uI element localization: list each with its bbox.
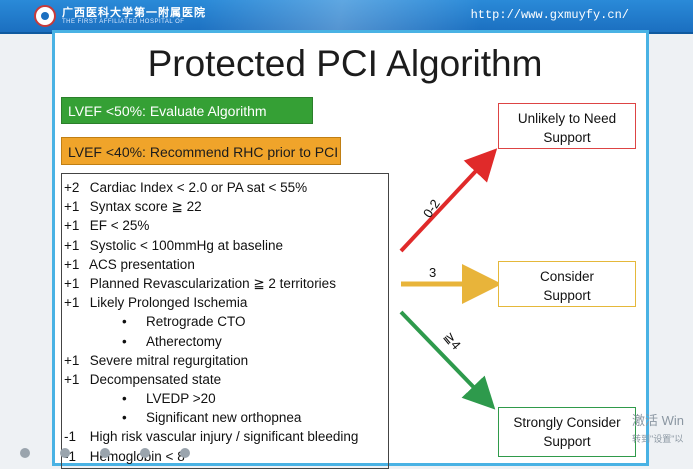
header-decoration <box>200 0 480 32</box>
hospital-name-en: THE FIRST AFFILIATED HOSPITAL OF <box>62 19 185 25</box>
criteria-subitem: • LVEDP >20 <box>64 389 388 408</box>
criteria-text: Planned Revascularization ≧ 2 territorie… <box>89 275 336 291</box>
outcome-line: Unlikely to Need <box>517 111 617 126</box>
control-dot-icon[interactable] <box>20 448 30 458</box>
outcome-consider-support: Consider Support <box>498 261 636 307</box>
criteria-points: +1 <box>64 218 80 234</box>
lvef-40-box: LVEF <40%: Recommend RHC prior to PCI <box>61 137 341 165</box>
hospital-name: 广西医科大学第一附属医院 <box>62 7 206 19</box>
criteria-points: +1 <box>64 237 80 253</box>
criteria-points: +1 <box>64 199 80 215</box>
criteria-text: Hemoglobin < 8 <box>89 448 185 464</box>
criteria-points: +1 <box>64 352 80 368</box>
hospital-logo-icon <box>34 5 56 27</box>
criteria-text: Likely Prolonged Ischemia <box>89 295 248 311</box>
lvef-50-box: LVEF <50%: Evaluate Algorithm <box>61 97 313 124</box>
criteria-subitem: • Significant new orthopnea <box>64 408 388 427</box>
arrow-label-mid: 3 <box>429 265 437 280</box>
criteria-item: +1 Decompensated state <box>64 370 388 389</box>
criteria-points: +1 <box>64 295 80 311</box>
criteria-points: +2 <box>64 180 80 195</box>
arrow-red-low-score <box>399 148 498 253</box>
outcome-line: Consider <box>539 269 595 284</box>
activation-watermark: 激活 Win <box>632 413 685 428</box>
criteria-text: Syntax score ≧ 22 <box>89 199 202 215</box>
control-dot-icon[interactable] <box>60 448 70 458</box>
control-dot-icon[interactable] <box>100 448 110 458</box>
criteria-points: +1 <box>64 256 80 272</box>
criteria-text: LVEDP >20 <box>146 391 216 407</box>
criteria-points: -1 <box>64 429 77 445</box>
presentation-slide: Protected PCI Algorithm LVEF <50%: Evalu… <box>52 30 649 469</box>
player-controls <box>0 440 220 466</box>
control-dot-icon[interactable] <box>140 448 150 458</box>
criteria-text: Atherectomy <box>146 333 222 349</box>
criteria-subitem: • Atherectomy <box>64 332 388 351</box>
criteria-item: +1 ACS presentation <box>64 255 388 274</box>
criteria-subitem: • Retrograde CTO <box>64 312 388 331</box>
activation-watermark-sub: 转到"设置"以 <box>632 434 684 444</box>
arrow-green-high-score <box>399 310 496 410</box>
criteria-item: +1 Likely Prolonged Ischemia <box>64 293 388 312</box>
criteria-list: +2 Cardiac Index < 2.0 or PA sat < 55% +… <box>61 173 389 469</box>
criteria-points: +1 <box>64 371 80 387</box>
slide-title: Protected PCI Algorithm <box>147 43 543 84</box>
decision-arrows <box>399 148 502 410</box>
criteria-item: +1 Planned Revascularization ≧ 2 territo… <box>64 274 388 293</box>
criteria-text: Cardiac Index < 2.0 or PA sat < 55% <box>89 180 308 195</box>
bullet-icon: • <box>122 410 127 426</box>
criteria-text: EF < 25% <box>89 218 150 234</box>
header-bar: 广西医科大学第一附属医院 THE FIRST AFFILIATED HOSPIT… <box>0 0 693 34</box>
outcome-strongly-consider-support: Strongly Consider Support <box>498 407 636 457</box>
criteria-text: High risk vascular injury / significant … <box>89 429 359 445</box>
outcome-line: Support <box>543 288 591 303</box>
criteria-text: ACS presentation <box>89 256 195 272</box>
criteria-text: Retrograde CTO <box>146 314 246 330</box>
control-dot-icon[interactable] <box>180 448 190 458</box>
bullet-icon: • <box>122 391 127 407</box>
bullet-icon: • <box>122 333 127 349</box>
criteria-item: +1 EF < 25% <box>64 216 388 235</box>
outcome-unlikely-support: Unlikely to Need Support <box>498 103 636 149</box>
criteria-item: +2 Cardiac Index < 2.0 or PA sat < 55% <box>64 178 388 197</box>
criteria-item: +1 Syntax score ≧ 22 <box>64 197 388 216</box>
outcome-line: Support <box>543 130 591 145</box>
outcome-line: Support <box>543 434 591 449</box>
criteria-item: +1 Severe mitral regurgitation <box>64 351 388 370</box>
outcome-line: Strongly Consider <box>513 415 621 430</box>
website-url[interactable]: http://www.gxmuyfy.cn/ <box>470 8 629 22</box>
criteria-item: +1 Systolic < 100mmHg at baseline <box>64 236 388 255</box>
bullet-icon: • <box>122 314 127 330</box>
criteria-text: Decompensated state <box>89 371 222 387</box>
criteria-text: Severe mitral regurgitation <box>89 352 249 368</box>
criteria-item: -1 High risk vascular injury / significa… <box>64 427 388 446</box>
criteria-text: Significant new orthopnea <box>146 410 302 426</box>
criteria-points: +1 <box>64 275 80 291</box>
criteria-text: Systolic < 100mmHg at baseline <box>89 237 283 253</box>
